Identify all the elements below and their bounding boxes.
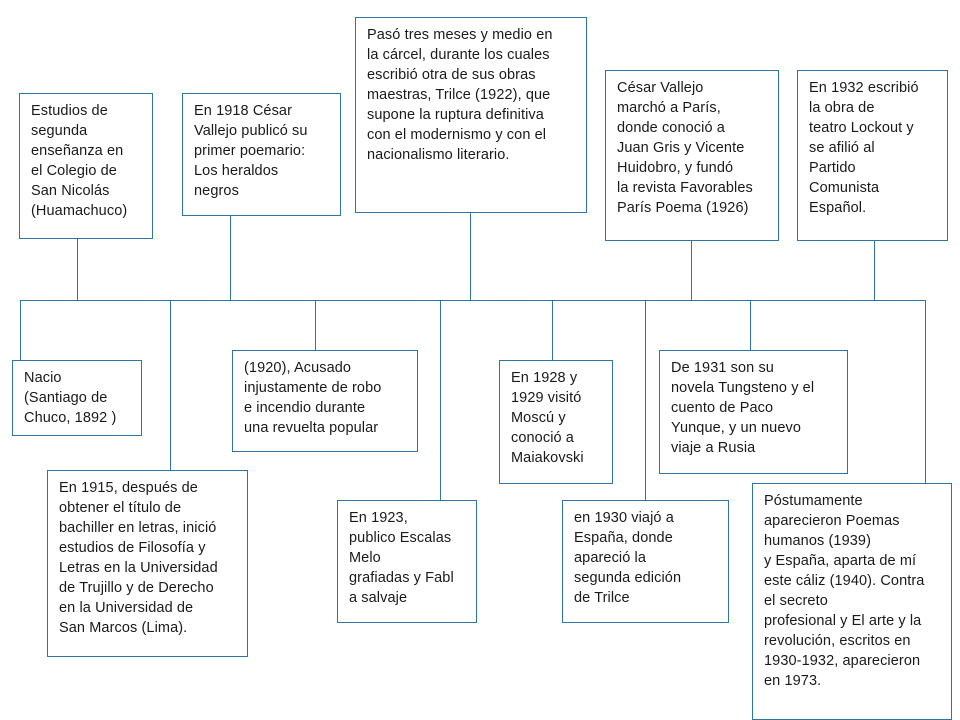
connector-poemario-to-spine xyxy=(230,215,231,300)
node-carcel-trilce[interactable]: Pasó tres meses y medio en la cárcel, du… xyxy=(355,17,587,213)
spine-horizontal xyxy=(20,300,926,301)
connector-spine-to-espana xyxy=(645,300,646,504)
node-espana-1930[interactable]: en 1930 viajó a España, donde apareció l… xyxy=(562,500,729,623)
connector-spine-to-escalas xyxy=(440,300,441,500)
node-escalas-1923[interactable]: En 1923, publico Escalas Melo grafiadas … xyxy=(337,500,477,623)
connector-spine-to-moscu xyxy=(552,300,553,360)
connector-carcel-to-spine xyxy=(470,212,471,300)
connector-spine-to-acusado xyxy=(315,300,316,350)
connector-spine-to-tungsteno xyxy=(750,300,751,350)
node-moscu-1928-1929[interactable]: En 1928 y 1929 visitó Moscú y conoció a … xyxy=(499,360,613,484)
connector-spine-to-nacimiento xyxy=(20,300,21,360)
node-postumamente[interactable]: Póstumamente aparecieron Poemas humanos … xyxy=(752,483,952,720)
connector-spine-to-postumamente xyxy=(925,300,926,484)
node-paris-favorables[interactable]: César Vallejo marchó a París, donde cono… xyxy=(605,70,779,241)
node-tungsteno-1931[interactable]: De 1931 son su novela Tungsteno y el cue… xyxy=(659,350,848,474)
node-bachiller-1915[interactable]: En 1915, después de obtener el título de… xyxy=(47,470,248,657)
node-estudios-segunda-ensenanza[interactable]: Estudios de segunda enseñanza en el Cole… xyxy=(19,93,153,239)
connector-paris-to-spine xyxy=(691,240,692,300)
connector-estudios-to-spine xyxy=(77,238,78,300)
node-primer-poemario-1918[interactable]: En 1918 César Vallejo publicó su primer … xyxy=(182,93,341,216)
node-lockout-1932[interactable]: En 1932 escribió la obra de teatro Locko… xyxy=(797,70,948,241)
node-acusado-1920[interactable]: (1920), Acusado injustamente de robo e i… xyxy=(232,350,418,452)
connector-spine-to-bachiller xyxy=(170,300,171,470)
connector-lockout-to-spine xyxy=(874,240,875,300)
node-nacimiento-1892[interactable]: Nacio (Santiago de Chuco, 1892 ) xyxy=(12,360,142,436)
